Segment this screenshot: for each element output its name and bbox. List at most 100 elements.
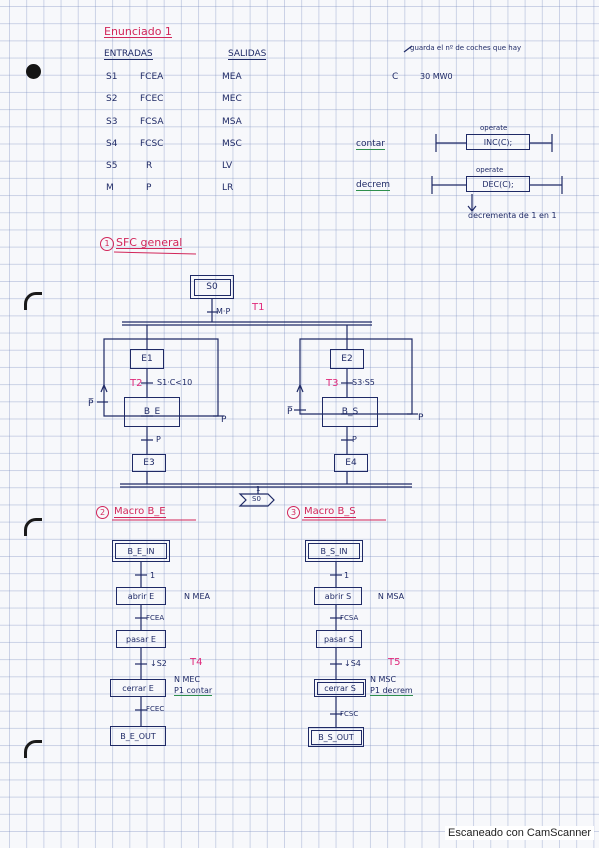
operate-label: operate (480, 124, 508, 132)
action-block: N MEA (170, 587, 224, 605)
decrem-rung (431, 176, 563, 194)
contar-rung (435, 134, 553, 152)
transition-label: T5 (388, 657, 401, 668)
inc-instruction-box: INC(C); (466, 134, 530, 150)
binder-ring-icon (24, 518, 42, 536)
step-label: B_S_IN (320, 546, 348, 556)
macro-step-b-e: B_E (124, 397, 180, 427)
section-title: SFC general (116, 236, 183, 249)
page-title: Enunciado 1 (104, 25, 172, 38)
section-title: Macro B_E (114, 506, 166, 518)
loop-right-2 (347, 338, 413, 415)
scanner-watermark: Escaneado con CamScanner (445, 826, 595, 840)
io-id: S1 (106, 72, 118, 82)
io-id: S4 (106, 139, 118, 149)
inc-instruction: INC(C); (483, 137, 513, 147)
io-input: FCSC (140, 139, 164, 149)
macro-out-step: B_E_OUT (110, 726, 166, 746)
convergence-or (120, 483, 412, 488)
io-output: MEC (222, 94, 242, 104)
step-e3: E3 (132, 454, 166, 472)
io-output: MEA (222, 72, 242, 82)
initial-step-inner-border (194, 279, 231, 296)
step-abrir-s: abrir S (314, 587, 362, 605)
step-cerrar-s: cerrar S (314, 679, 366, 697)
transition-condition: FCSC (340, 710, 359, 718)
step-label: B_E_OUT (120, 731, 156, 741)
counter-type: 30 MW0 (420, 72, 453, 81)
io-id: M (106, 183, 114, 193)
section-number: 3 (287, 506, 300, 519)
dec-instruction-box: DEC(C); (466, 176, 530, 192)
link-convergence (146, 472, 348, 484)
loop-condition: P (418, 413, 424, 423)
note-pointer-line (403, 45, 413, 53)
step-label: E2 (341, 354, 353, 364)
step-label: E1 (141, 354, 153, 364)
transition-label: T3 (326, 378, 339, 389)
io-input: FCEC (140, 94, 164, 104)
loop-left-2 (299, 338, 347, 415)
binder-ring-icon (24, 740, 42, 758)
io-input: FCSA (140, 117, 164, 127)
transition-label: T2 (130, 378, 143, 389)
step-label: E4 (345, 458, 357, 468)
step-label: cerrar S (324, 683, 356, 693)
transition-condition: S1·C<10 (157, 378, 193, 387)
transition-condition: P (156, 435, 161, 444)
macro-out-step: B_S_OUT (308, 727, 364, 747)
transition-condition: 1 (150, 571, 156, 580)
action-label: N MEC (174, 675, 201, 684)
step-abrir-e: abrir E (116, 587, 166, 605)
step-e1: E1 (130, 349, 164, 369)
loop-condition: P (221, 415, 227, 425)
step-pasar-s: pasar S (316, 630, 362, 648)
step-label: B_S (341, 407, 359, 417)
step-cerrar-s-inner-border (317, 682, 364, 695)
action-label: P1 decrem (370, 686, 413, 696)
action-label: N MSC (370, 675, 397, 684)
action-label: N MEA (184, 591, 210, 601)
macro-in-step: B_E_IN (112, 540, 170, 562)
step-e4: E4 (334, 454, 368, 472)
section-title: Macro B_S (304, 506, 356, 518)
jump-target: S0 (252, 495, 261, 503)
transition-condition: FCEC (146, 705, 165, 713)
transition-label: T1 (252, 302, 265, 313)
loop-arrow (100, 384, 108, 393)
step-label: cerrar E (122, 683, 154, 693)
transition-condition: P (352, 435, 357, 444)
io-output: MSC (222, 139, 242, 149)
contar-label: contar (356, 139, 385, 150)
counter-note: guarda el nº de coches que hay (410, 44, 522, 52)
transition-label: T4 (190, 657, 203, 668)
step-cerrar-e: cerrar E (110, 679, 166, 697)
binder-hole-icon (26, 64, 41, 79)
step-label: abrir E (127, 591, 155, 601)
loop-right-1 (147, 338, 219, 417)
step-e2: E2 (330, 349, 364, 369)
initial-step-s0: S0 (190, 275, 234, 299)
transition-condition: FCSA (340, 614, 359, 622)
counter-variable: C (392, 72, 399, 82)
binder-ring-icon (24, 292, 42, 310)
step-label: pasar E (126, 634, 156, 644)
title-underline (113, 251, 197, 255)
dec-note-arrow (467, 194, 477, 212)
io-output: LV (222, 161, 233, 171)
io-input: R (146, 161, 153, 171)
dec-note: decrementa de 1 en 1 (468, 211, 557, 220)
io-input: P (146, 183, 152, 193)
step-label: abrir S (324, 591, 352, 601)
step-pasar-e: pasar E (116, 630, 166, 648)
step-label: E3 (143, 458, 155, 468)
divergence-or (122, 321, 372, 326)
io-output: MSA (222, 117, 242, 127)
transition-condition: FCEA (146, 614, 165, 622)
decrem-label: decrem (356, 180, 391, 191)
section-number: 1 (100, 237, 114, 251)
step-label: B_E_IN (127, 546, 155, 556)
action-block: N MSA (364, 587, 418, 605)
